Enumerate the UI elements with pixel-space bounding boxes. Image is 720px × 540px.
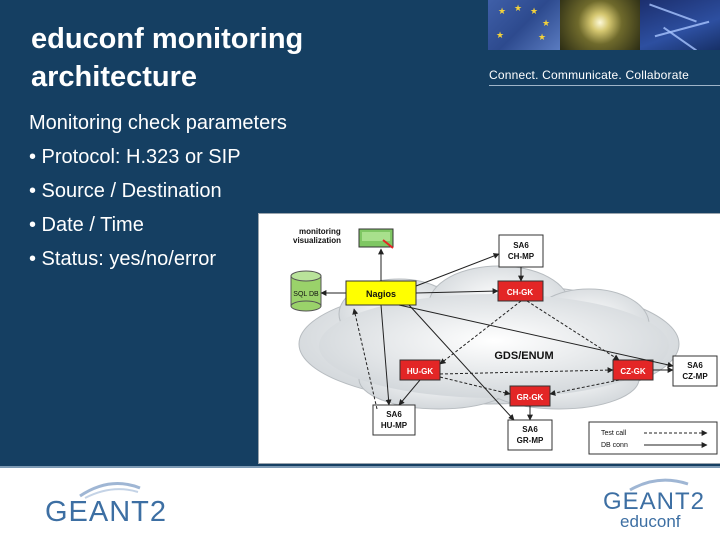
legend-db-conn: DB conn [601,442,628,449]
bullet-item: • Source / Destination [29,180,222,202]
node-label: HU-GK [407,367,433,376]
diagram-test-calls [352,300,620,410]
slide-title: educonf monitoring architecture [31,20,361,96]
tagline-divider [489,85,720,86]
node-label: SA6 [687,361,703,370]
body-heading: Monitoring check parameters [29,112,287,134]
node-label: CZ-MP [682,372,708,381]
node-label: CH-GK [507,288,533,297]
db-label: SQL DB [293,291,319,298]
light-bulb-image [560,0,640,50]
nagios-label: Nagios [366,289,396,299]
bullet-item: • Status: yes/no/error [29,248,217,270]
node-sa6-ch-mp [498,234,544,268]
nagios-box [345,280,417,306]
title-line-1: educonf monitoring [31,23,304,55]
monitoring-label-1: monitoring [299,227,341,236]
node-sa6-hu-mp [372,404,416,436]
node-label: CH-MP [508,252,535,261]
database-icon [290,270,322,312]
node-sa6-cz-mp [672,355,718,387]
bullet-item: • Protocol: H.323 or SIP [29,146,241,168]
monitoring-label-2: visualization [293,236,341,245]
node-label: SA6 [386,410,402,419]
node-label: GR-GK [517,393,544,402]
educonf-logo-text: educonf [620,512,681,531]
architecture-diagram: GDS/ENUM monitoring visualization SQL DB… [258,213,720,464]
geant2-logo-left: GEANT2 [40,478,180,530]
cloud-shape [298,265,680,410]
node-label: SA6 [522,425,538,434]
node-label: CZ-GK [620,367,646,376]
legend-test-call: Test call [601,430,627,437]
title-line-2: architecture [31,61,198,93]
diagram-connectors [320,248,674,421]
node-label: SA6 [513,241,529,250]
diagram-legend [588,421,718,455]
eu-flag-image: ★ ★ ★ ★ ★ ★ [488,0,560,50]
node-label: HU-MP [381,421,408,430]
cloud-label: GDS/ENUM [494,350,553,362]
footer-divider [0,466,720,468]
node-label: GR-MP [517,436,544,445]
network-image [640,0,720,50]
banner-images: ★ ★ ★ ★ ★ ★ [488,0,720,50]
tagline: Connect. Communicate. Collaborate [489,68,690,82]
geant2-logo-right: GEANT2 [600,476,720,515]
slide-body: Monitoring check parameters • Protocol: … [29,106,287,276]
bullet-item: • Date / Time [29,214,144,236]
